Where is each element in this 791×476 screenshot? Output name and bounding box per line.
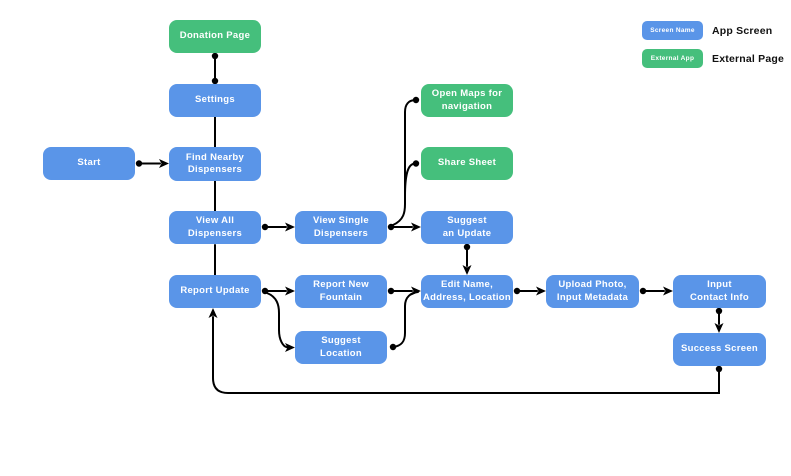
node-open-maps[interactable]: Open Maps for navigation — [421, 84, 513, 117]
node-settings[interactable]: Settings — [169, 84, 261, 117]
node-upload-photo-input-metadata[interactable]: Upload Photo, Input Metadata — [546, 275, 639, 308]
node-view-all-dispensers[interactable]: View All Dispensers — [169, 211, 261, 244]
node-success-screen[interactable]: Success Screen — [673, 333, 766, 366]
node-share-sheet[interactable]: Share Sheet — [421, 147, 513, 180]
node-report-update[interactable]: Report Update — [169, 275, 261, 308]
edge-arrowheads — [159, 159, 724, 352]
node-find-nearby-dispensers[interactable]: Find Nearby Dispensers — [169, 147, 261, 181]
legend-row-app-screen: Screen Name App Screen — [642, 21, 784, 40]
node-edit-name-address-location[interactable]: Edit Name, Address, Location — [421, 275, 513, 308]
legend: Screen Name App Screen External App Exte… — [642, 21, 784, 77]
node-input-contact-info[interactable]: Input Contact Info — [673, 275, 766, 308]
node-suggest-location[interactable]: Suggest Location — [295, 331, 387, 364]
edge-reportupdate-suggestlocation — [266, 292, 288, 349]
node-report-new-fountain[interactable]: Report New Fountain — [295, 275, 387, 308]
legend-screen-label: App Screen — [712, 24, 773, 37]
node-donation-page[interactable]: Donation Page — [169, 20, 261, 53]
node-suggest-an-update[interactable]: Suggest an Update — [421, 211, 513, 244]
edge-success-reportupdate — [212, 316, 720, 394]
node-start[interactable]: Start — [43, 147, 135, 180]
legend-screen-swatch: Screen Name — [642, 21, 703, 40]
node-view-single-dispensers[interactable]: View Single Dispensers — [295, 211, 387, 244]
edge-viewsingle-openmaps — [392, 99, 415, 226]
edge-viewsingle-sharesheet — [404, 162, 415, 197]
legend-external-label: External Page — [712, 52, 785, 65]
edge-suggestlocation-editname — [392, 291, 419, 348]
legend-row-external-page: External App External Page — [642, 49, 784, 68]
legend-external-swatch: External App — [642, 49, 703, 68]
